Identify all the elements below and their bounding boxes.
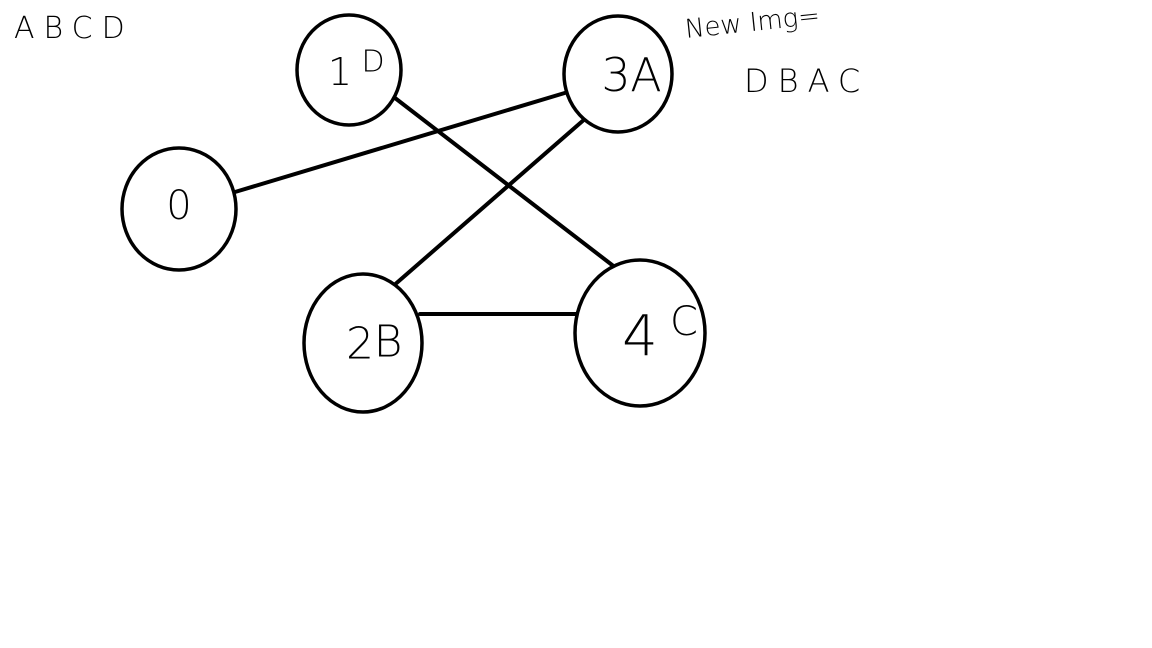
node-3: 3 A: [562, 14, 674, 134]
node-2-index: 2: [346, 319, 374, 370]
node-3-letter: A: [630, 48, 661, 102]
node-0: 0: [120, 146, 238, 272]
node-2-letter: B: [374, 317, 403, 368]
node-4-circle: [573, 258, 707, 408]
node-1: 1 D: [295, 13, 403, 127]
node-1-circle: [295, 13, 403, 127]
node-1-letter: D: [361, 45, 384, 80]
new-img-label: New Img=: [684, 1, 822, 45]
edge-0-3: [233, 90, 570, 194]
edge-1-4: [393, 96, 618, 270]
node-4-letter: C: [670, 299, 698, 345]
node-3-circle: [562, 14, 674, 134]
node-4: 4 C: [573, 258, 707, 408]
original-order-note: ABCD: [14, 11, 134, 46]
node-2-circle: [302, 272, 424, 414]
node-0-circle: [120, 146, 238, 272]
new-order-note: DBAC: [744, 62, 869, 100]
node-2: 2 B: [302, 272, 424, 414]
edges: [233, 90, 618, 316]
node-0-index: 0: [166, 183, 191, 229]
node-1-index: 1: [328, 50, 352, 94]
node-3-index: 3: [601, 48, 630, 102]
edge-3-2: [390, 116, 588, 289]
node-4-index: 4: [622, 305, 658, 370]
